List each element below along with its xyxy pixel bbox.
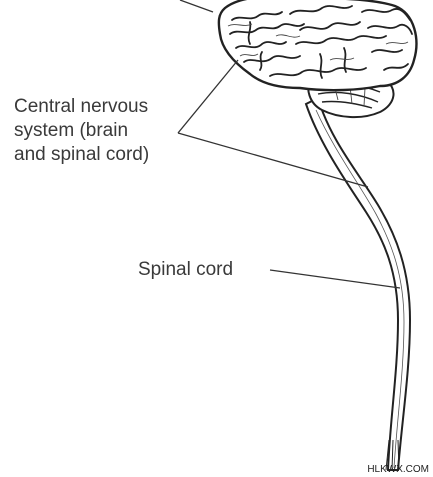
spinal-cord-leader-line [269, 269, 401, 289]
top-leader-line [179, 0, 214, 13]
spinal-cord-drawing [304, 96, 412, 471]
cns-label-line-1: Central nervous [14, 96, 149, 117]
brain-drawing [217, 0, 418, 92]
cns-label-line-3: and spinal cord) [14, 144, 150, 165]
watermark-text: HLKWX.COM [367, 464, 429, 475]
central-nervous-system-label: Central nervous system (brain and spinal… [14, 95, 149, 167]
spinal-cord-label: Spinal cord [138, 259, 234, 280]
cns-leader-lines [177, 59, 369, 188]
cns-label-line-2: system (brain [14, 120, 129, 141]
